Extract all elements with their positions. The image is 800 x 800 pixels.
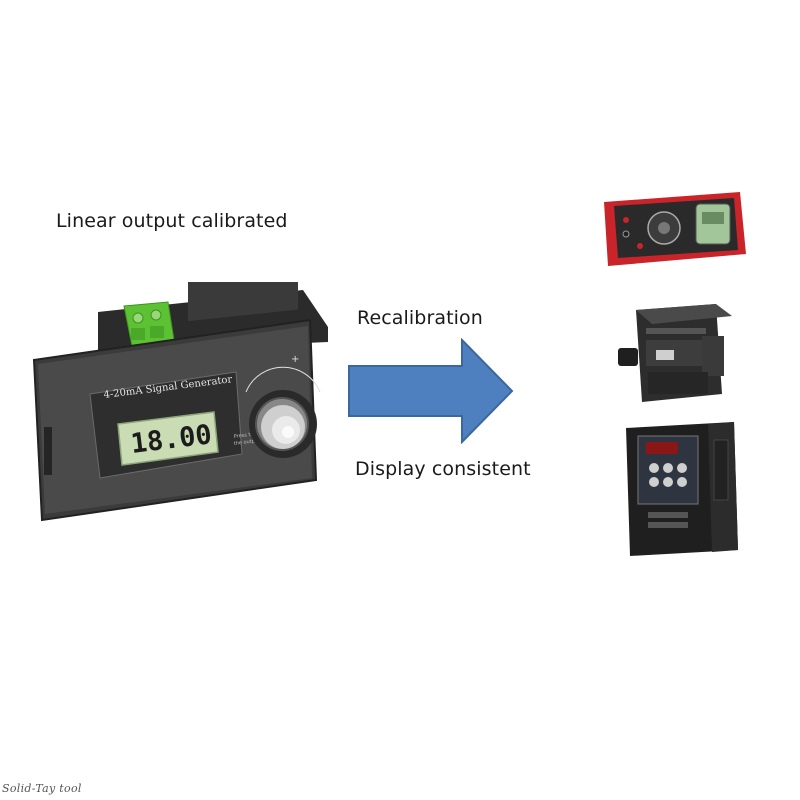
caption-display-consistent: Display consistent xyxy=(355,458,531,480)
plc-module-icon xyxy=(618,304,732,402)
watermark: Solid-Tay tool xyxy=(2,782,82,795)
terminal-block-icon xyxy=(123,301,175,347)
knob-plus-label: + xyxy=(291,354,299,365)
frequency-inverter-icon xyxy=(626,422,738,556)
right-arrow-icon xyxy=(348,338,514,444)
caption-recalibration: Recalibration xyxy=(357,307,483,329)
side-text-2: the output xyxy=(234,438,261,447)
multimeter-icon xyxy=(604,192,746,266)
side-text-1: Press the xyxy=(234,431,258,440)
signal-generator-device: 4-20mA Signal Generator 18.00 Press the … xyxy=(32,282,328,522)
adjustment-knob[interactable] xyxy=(245,366,321,458)
caption-linear-output: Linear output calibrated xyxy=(56,210,288,232)
